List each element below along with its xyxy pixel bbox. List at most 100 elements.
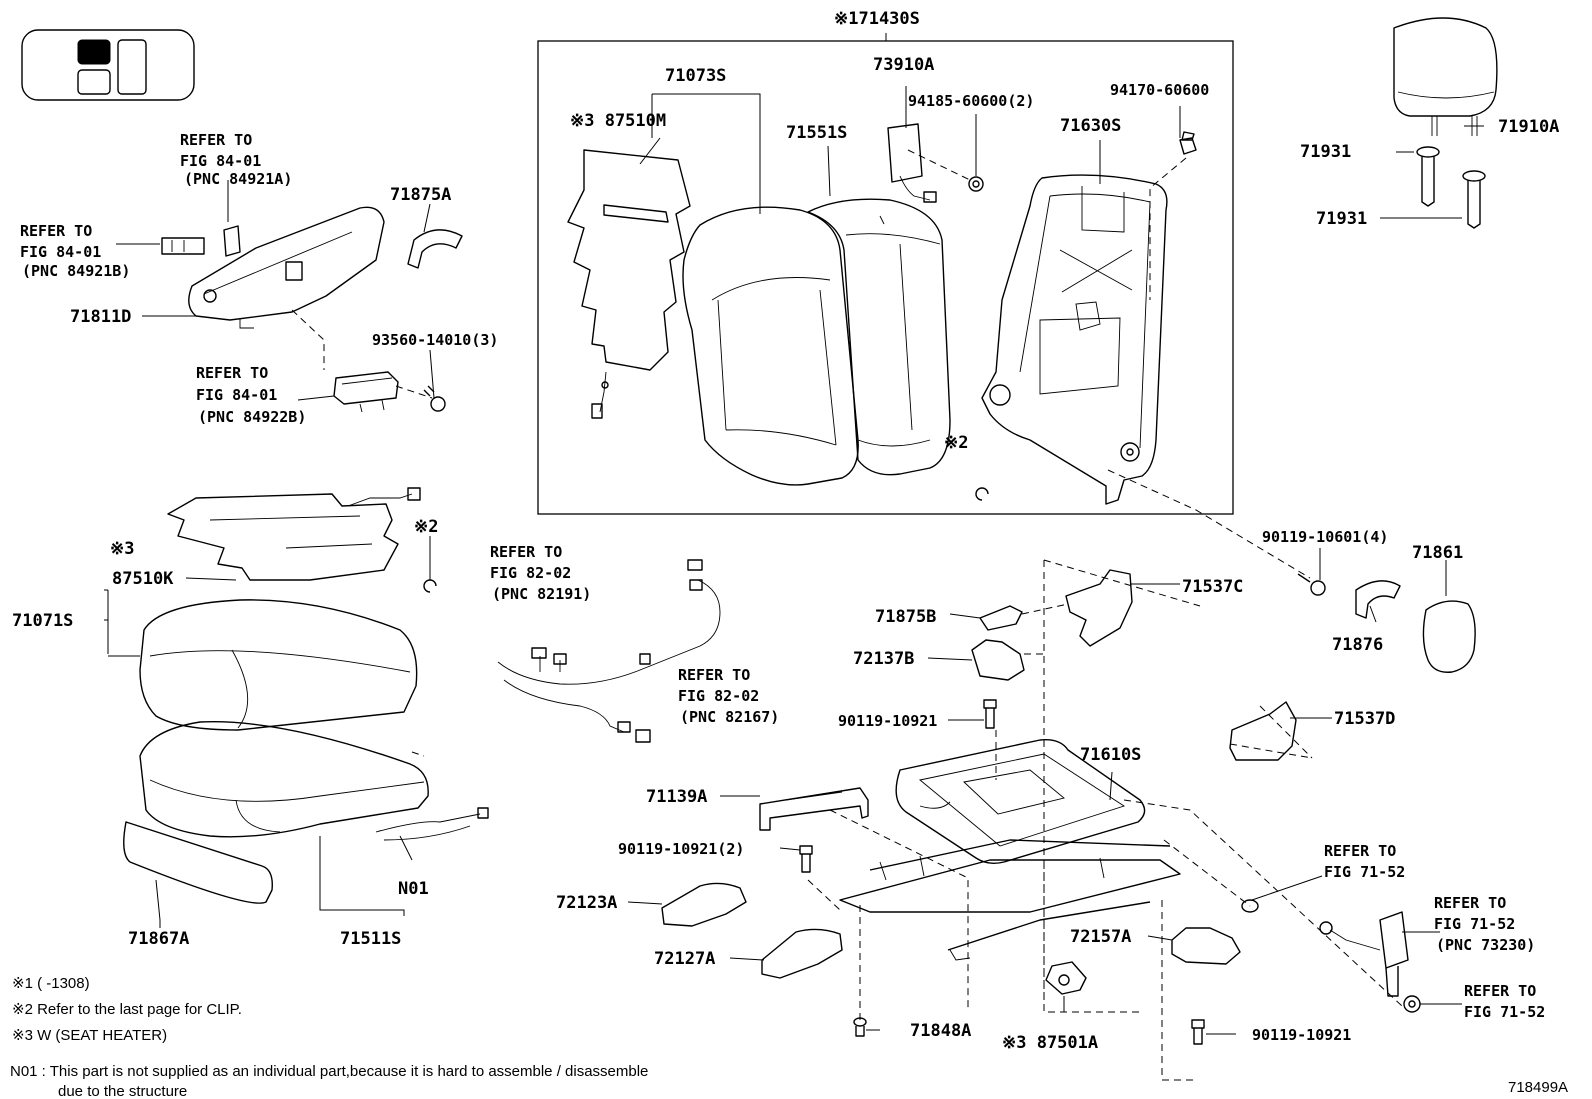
- bolt-90119-10921-upper: [983, 699, 997, 729]
- trim-71875a: [407, 229, 463, 269]
- seat-belt-buckle: [1319, 911, 1409, 997]
- trim-71876: [1355, 580, 1401, 619]
- label-71931-lower: 71931: [1316, 209, 1367, 229]
- ref-84922b-line1: REFER TO: [196, 364, 268, 382]
- label-87501A: ※3 87501A: [1002, 1033, 1098, 1053]
- airbag-nut-94185: [968, 176, 984, 192]
- seat-cushion-cover: [139, 599, 418, 731]
- label-71867A: 71867A: [128, 929, 189, 949]
- clip-94170: [1179, 131, 1197, 155]
- label-71537C: 71537C: [1182, 577, 1243, 597]
- side-airbag-module: [887, 123, 937, 203]
- clip-icon: [423, 579, 437, 593]
- seatback-cover: [682, 206, 859, 486]
- ref-82167-line1: REFER TO: [678, 666, 750, 684]
- cover-72127a: [761, 928, 843, 979]
- label-71610S: 71610S: [1080, 745, 1141, 765]
- ref-73230-line2: FIG 71-52: [1434, 915, 1515, 933]
- ref-84921b-line3: (PNC 84921B): [22, 262, 130, 280]
- footnote-line-1: N01 : This part is not supplied as an in…: [10, 1063, 648, 1080]
- seat-switch-knob: [161, 237, 205, 255]
- headrest-guide-upper: [1416, 146, 1440, 207]
- ref-84921a-line1: REFER TO: [180, 131, 252, 149]
- trim-71875b: [979, 605, 1023, 631]
- recliner-knob-71861: [1422, 600, 1476, 673]
- headrest-guide-lower: [1462, 170, 1486, 229]
- label-71861: 71861: [1412, 543, 1463, 563]
- label-71931-upper: 71931: [1300, 142, 1351, 162]
- footnote-line-2: due to the structure: [58, 1083, 187, 1099]
- seat-lever-knob: [223, 225, 241, 257]
- label-73910A: 73910A: [873, 55, 934, 75]
- ref-82167-line3: (PNC 82167): [680, 708, 779, 726]
- label-72123A: 72123A: [556, 893, 617, 913]
- label-71071S: 71071S: [12, 611, 73, 631]
- cover-72137b: [971, 639, 1025, 681]
- seat-adjuster-rails: [839, 839, 1181, 961]
- cover-72157a: [1171, 927, 1241, 965]
- bolt-90119-10601: [1297, 573, 1326, 596]
- label-93560: 93560-14010(3): [372, 331, 498, 349]
- assembly-callout-label: ※171430S: [834, 9, 920, 29]
- clip-71-52: [1241, 899, 1259, 913]
- ref-7152b-line1: REFER TO: [1464, 982, 1536, 1000]
- footnote: N01 : This part is not supplied as an in…: [10, 1063, 648, 1099]
- reference-callouts: REFER TO FIG 84-01 (PNC 84921A) REFER TO…: [20, 131, 1545, 1021]
- label-note3-cushion: ※3: [110, 539, 134, 559]
- label-71511S: 71511S: [340, 929, 401, 949]
- label-71630S: 71630S: [1060, 116, 1121, 136]
- clip-icon: [975, 487, 989, 501]
- leader-lines: [104, 86, 1484, 1035]
- label-90119-10921-upper: 90119-10921: [838, 712, 937, 730]
- ref-84922b-line2: FIG 84-01: [196, 386, 277, 404]
- cushion-heater-pad: [167, 487, 421, 581]
- ref-7152a-line1: REFER TO: [1324, 842, 1396, 860]
- ref-84921b-line2: FIG 84-01: [20, 243, 101, 261]
- bolt-90119-10921-pair: [799, 845, 813, 873]
- label-71537D: 71537D: [1334, 709, 1395, 729]
- pin-71848a: [853, 1017, 867, 1037]
- seat-wire-harness: [497, 559, 721, 743]
- label-72137B: 72137B: [853, 649, 914, 669]
- diagram-id-code: 718499A: [1508, 1079, 1568, 1096]
- ref-84921b-line1: REFER TO: [20, 222, 92, 240]
- ref-84922b-line3: (PNC 84922B): [198, 408, 306, 426]
- label-90119-10921-lower: 90119-10921: [1252, 1026, 1351, 1044]
- label-90119-10601: 90119-10601(4): [1262, 528, 1388, 546]
- label-87510K: 87510K: [112, 569, 174, 589]
- seatback-heater-pad: [567, 149, 691, 419]
- ref-82191-line1: REFER TO: [490, 543, 562, 561]
- installation-guide-lines: [411, 469, 1403, 1081]
- occupant-sensor-87501a: [1045, 961, 1087, 995]
- ref-7152b-line2: FIG 71-52: [1464, 1003, 1545, 1021]
- ref-7152a-line2: FIG 71-52: [1324, 863, 1405, 881]
- label-94185: 94185-60600(2): [908, 92, 1034, 110]
- ref-82167-line2: FIG 82-02: [678, 687, 759, 705]
- legend: ※1 ( -1308) ※2 Refer to the last page fo…: [12, 975, 242, 1044]
- bolt-90119-10921-lower: [1191, 1019, 1205, 1045]
- label-94170: 94170-60600: [1110, 81, 1209, 99]
- label-note2-cushion: ※2: [414, 517, 438, 537]
- seat-side-cover-outer: [188, 206, 385, 329]
- legend-line-2: ※2 Refer to the last page for CLIP.: [12, 1001, 242, 1018]
- label-71551S: 71551S: [786, 123, 847, 143]
- seatback-frame: [981, 174, 1168, 505]
- ref-82191-line2: FIG 82-02: [490, 564, 571, 582]
- ref-84921a-line2: FIG 84-01: [180, 152, 261, 170]
- label-71811D: 71811D: [70, 307, 131, 327]
- label-72127A: 72127A: [654, 949, 715, 969]
- label-71910A: 71910A: [1498, 117, 1559, 137]
- label-71875A: 71875A: [390, 185, 451, 205]
- seatback-pad: [807, 198, 951, 476]
- belt-anchor-bolt: [1403, 995, 1421, 1013]
- seat-location-thumbnail: [21, 29, 195, 101]
- cushion-front-panel: [123, 821, 273, 904]
- seat-cushion-pad: [139, 720, 429, 838]
- label-N01: N01: [398, 879, 429, 899]
- side-shield-71537c: [1065, 569, 1133, 647]
- legend-line-1: ※1 ( -1308): [12, 975, 90, 992]
- headrest: [1393, 17, 1498, 136]
- label-87510M: ※3 87510M: [570, 111, 666, 131]
- ref-73230-line1: REFER TO: [1434, 894, 1506, 912]
- label-71073S: 71073S: [665, 66, 726, 86]
